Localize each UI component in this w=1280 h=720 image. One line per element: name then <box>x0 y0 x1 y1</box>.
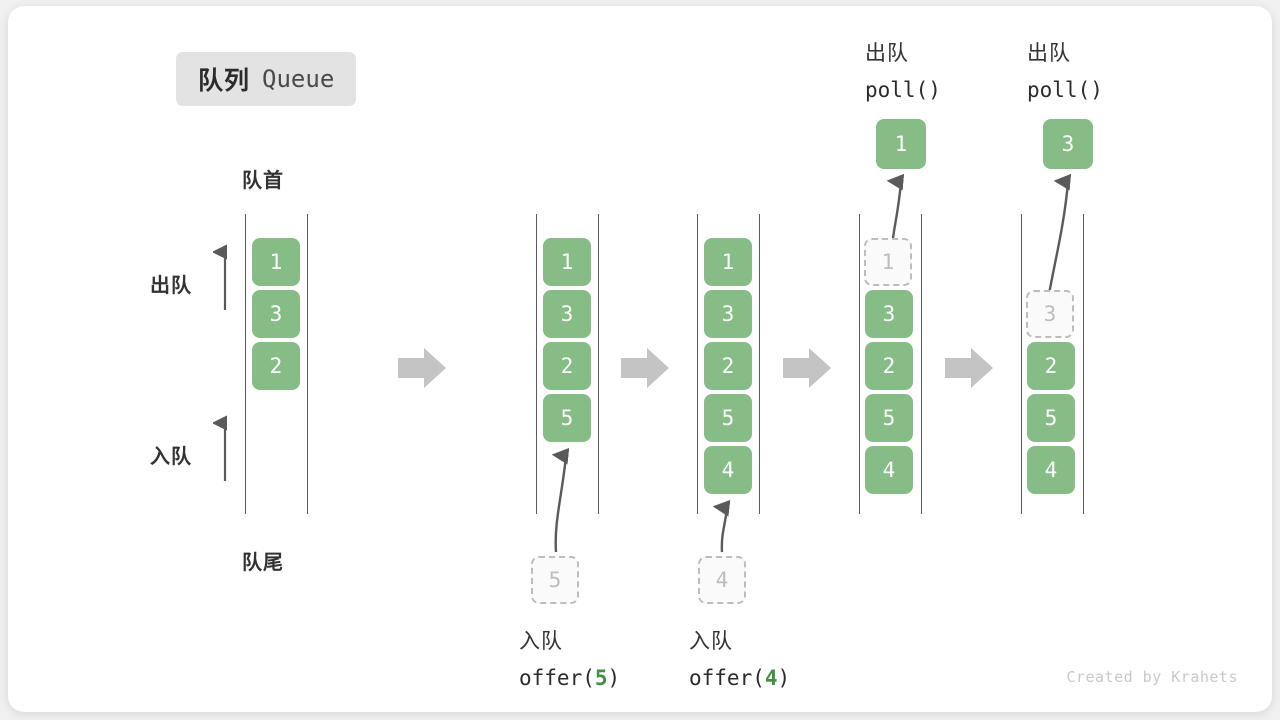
operation-caption-cn: 出队 <box>865 42 909 65</box>
operation-caption-poll-1: 出队 poll() <box>865 36 941 108</box>
dequeue-direction-arrow-icon <box>213 244 228 310</box>
step-transition-arrow-icon <box>398 348 446 388</box>
enqueue-curved-arrow-icon <box>551 447 570 553</box>
operation-caption-poll-3: 出队 poll() <box>1027 36 1103 108</box>
step-transition-arrow-icon <box>945 348 993 388</box>
queue-rail-left-step3 <box>859 214 860 514</box>
queue-rail-left-step0 <box>245 214 246 514</box>
queue-cell: 5 <box>1027 394 1075 442</box>
enqueue-direction-arrow-icon <box>213 415 228 481</box>
operation-caption-cn: 入队 <box>519 630 563 653</box>
operation-caption-code: poll() <box>865 78 941 102</box>
incoming-ghost-cell: 4 <box>698 556 746 604</box>
queue-rail-right-step0 <box>307 214 308 514</box>
watermark-credit: Created by Krahets <box>1066 668 1238 686</box>
operation-caption-code: offer(4) <box>689 666 791 690</box>
enqueue-curved-arrow-icon <box>712 499 731 553</box>
queue-cell-removed: 3 <box>1026 290 1074 338</box>
operation-caption-cn: 入队 <box>689 630 733 653</box>
dequeue-direction-label: 出队 <box>150 275 192 297</box>
operation-caption-offer-4: 入队 offer(4) <box>689 624 790 696</box>
queue-cell-new: 4 <box>704 446 752 494</box>
popped-cell: 3 <box>1043 119 1093 169</box>
title-cn: 队列 <box>198 67 251 95</box>
enqueue-direction-label: 入队 <box>150 446 192 468</box>
queue-front-label: 队首 <box>242 170 284 192</box>
queue-cell: 3 <box>704 290 752 338</box>
queue-cell: 2 <box>1027 342 1075 390</box>
queue-cell: 3 <box>865 290 913 338</box>
queue-cell: 5 <box>704 394 752 442</box>
popped-cell: 1 <box>876 119 926 169</box>
diagram-card: 队列 Queue 队首 队尾 出队 入队 1 3 2 <box>8 6 1272 712</box>
queue-rail-left-step4 <box>1021 214 1022 514</box>
queue-cell: 2 <box>543 342 591 390</box>
incoming-ghost-cell: 5 <box>531 556 579 604</box>
operation-caption-offer-5: 入队 offer(5) <box>519 624 620 696</box>
queue-rear-label: 队尾 <box>242 552 284 574</box>
queue-cell: 1 <box>252 238 300 286</box>
queue-cell: 5 <box>865 394 913 442</box>
queue-cell: 2 <box>865 342 913 390</box>
queue-cell: 4 <box>1027 446 1075 494</box>
queue-cell: 2 <box>704 342 752 390</box>
queue-rail-right-step3 <box>921 214 922 514</box>
operation-caption-code: offer(5) <box>519 666 621 690</box>
step-transition-arrow-icon <box>621 348 669 388</box>
queue-cell: 2 <box>252 342 300 390</box>
queue-rail-right-step4 <box>1083 214 1084 514</box>
queue-cell: 3 <box>543 290 591 338</box>
queue-rail-right-step1 <box>598 214 599 514</box>
queue-cell: 1 <box>704 238 752 286</box>
title-en: Queue <box>262 65 335 93</box>
diagram-title-badge: 队列 Queue <box>176 52 357 106</box>
queue-rail-left-step2 <box>697 214 698 514</box>
queue-cell: 4 <box>865 446 913 494</box>
dequeue-curved-arrow-icon <box>1046 173 1072 301</box>
queue-cell: 1 <box>543 238 591 286</box>
operation-caption-code: poll() <box>1027 78 1103 102</box>
queue-cell: 3 <box>252 290 300 338</box>
queue-cell-new: 5 <box>543 394 591 442</box>
operation-caption-cn: 出队 <box>1027 42 1071 65</box>
step-transition-arrow-icon <box>783 348 831 388</box>
queue-rail-right-step2 <box>759 214 760 514</box>
queue-cell-removed: 1 <box>864 238 912 286</box>
queue-rail-left-step1 <box>536 214 537 514</box>
